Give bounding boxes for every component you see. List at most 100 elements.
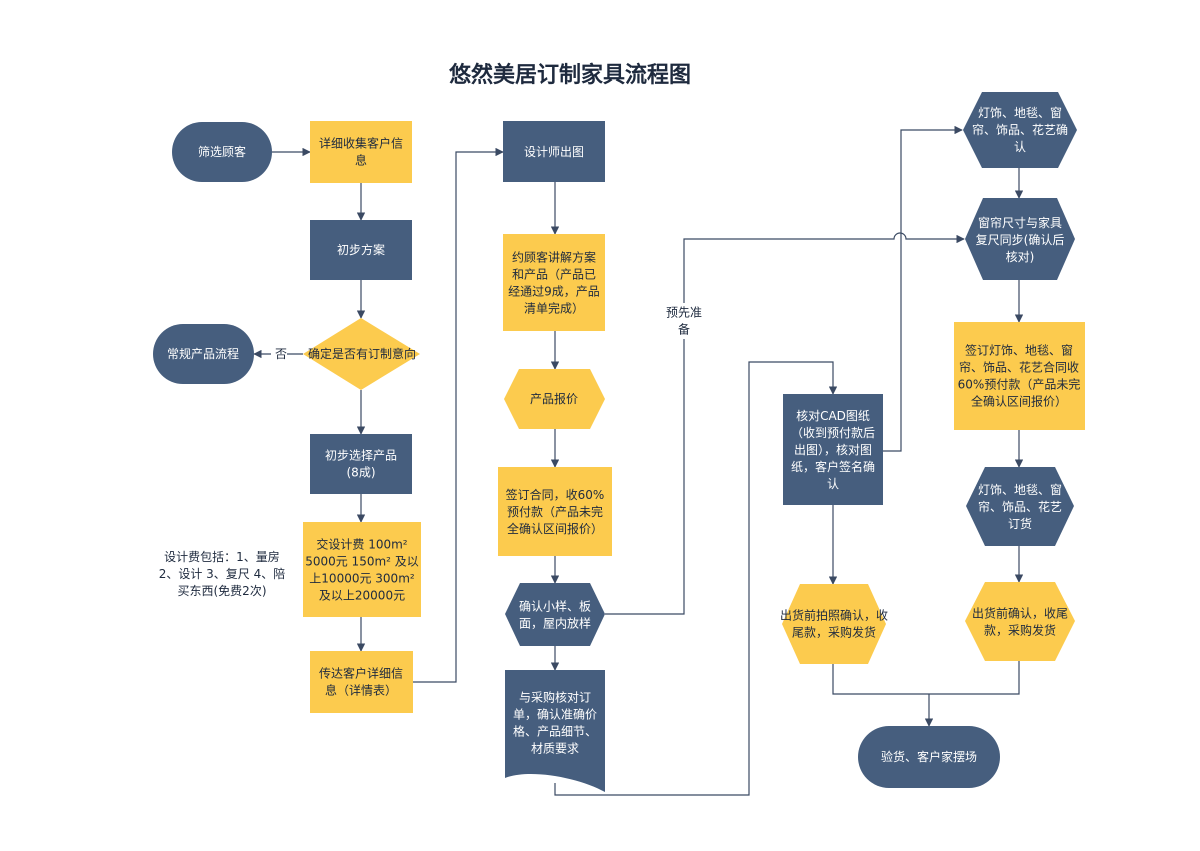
process-initial-plan <box>310 220 412 280</box>
label-regular-process-line-1: 常规产品流程 <box>167 346 239 361</box>
edge-merge-to-inspect <box>832 661 1020 726</box>
label-accessories-confirm: 灯饰、地毯、窗帘、饰品、花艺确认 <box>972 106 1068 154</box>
label-collect-info-line-2: 息 <box>355 153 367 168</box>
label-sign-accessories-line-3: 60%预付款（产品未完 <box>958 377 1081 392</box>
label-screen-customer-line-1: 筛选顾客 <box>198 144 246 159</box>
process-sign-accessories <box>954 322 1085 430</box>
label-check-cad-line-3: 出图），核对图 <box>794 443 872 457</box>
edge-pass-to-designer <box>413 147 504 683</box>
edge-verify-to-cad <box>554 361 838 796</box>
label-ship-confirm-line-1: 出货前确认，收尾 <box>972 606 1068 621</box>
edge-label-prepare: 预先准备 <box>666 306 702 337</box>
label-design-fee-line-3: 上10000元 300m² <box>309 572 415 586</box>
label-inspect-delivery-line-1: 验货、客户家摆场 <box>881 749 977 764</box>
edge-label-prepare-line-1: 预先准 <box>666 306 702 320</box>
label-ship-photo: 出货前拍照确认，收尾款，采购发货 <box>780 608 888 640</box>
label-quotation: 产品报价 <box>530 391 578 406</box>
label-sign-accessories-line-1: 签订灯饰、地毯、窗 <box>965 343 1073 358</box>
label-collect-info: 详细收集客户信息 <box>319 136 403 168</box>
label-check-cad: 核对CAD图纸（收到预付款后出图），核对图纸，客户签名确认 <box>791 409 875 491</box>
prepare-label-bg <box>662 303 708 339</box>
label-curtain-size-line-3: 核对) <box>1006 250 1035 264</box>
decision-confirm-custom <box>303 318 420 390</box>
process-pass-info <box>310 651 413 713</box>
label-select-products: 初步选择产品 (8成) <box>325 449 397 480</box>
label-confirm-samples: 确认小样、板面，屋内放样 <box>519 599 591 631</box>
label-ship-photo-line-1: 出货前拍照确认，收 <box>780 608 888 623</box>
label-regular-process: 常规产品流程 <box>167 346 239 361</box>
terminal-inspect-delivery <box>858 726 1000 788</box>
label-ship-confirm: 出货前确认，收尾款，采购发货 <box>972 606 1068 638</box>
process-explain-plan <box>503 234 605 331</box>
label-sign-contract-line-3: 全确认区间报价） <box>507 521 603 536</box>
node-labels: 筛选顾客 详细收集客户信息 初步方案 确定是否有订制意向 常规产品流程 初步选择… <box>167 106 1080 764</box>
hexagon-quotation <box>504 369 605 429</box>
hexagon-accessories-confirm <box>963 92 1077 168</box>
hexagon-accessories-order <box>966 467 1074 546</box>
label-select-products-line-2: (8成) <box>347 466 376 480</box>
label-select-products-line-1: 初步选择产品 <box>325 449 397 463</box>
design-fee-note-line-3: 买东西(免费2次) <box>178 583 267 598</box>
no-label-bg <box>271 346 287 362</box>
label-sign-contract-line-2: 预付款（产品未完 <box>507 504 603 519</box>
label-quotation-line-1: 产品报价 <box>530 391 578 406</box>
diagram-title: 悠然美居订制家具流程图 <box>448 62 691 88</box>
label-accessories-order: 灯饰、地毯、窗帘、饰品、花艺订货 <box>978 483 1062 531</box>
label-check-cad-line-1: 核对CAD图纸 <box>796 409 870 423</box>
label-verify-order-line-4: 材质要求 <box>531 742 579 756</box>
label-pass-info-line-1: 传达客户详细信 <box>319 666 403 681</box>
label-design-fee-line-2: 5000元 150m² 及以 <box>305 555 419 569</box>
label-accessories-confirm-line-3: 认 <box>1014 140 1026 154</box>
hexagon-ship-confirm <box>965 582 1075 661</box>
process-sign-contract <box>498 467 612 556</box>
label-confirm-samples-line-2: 面，屋内放样 <box>519 616 591 631</box>
process-check-cad <box>783 394 883 505</box>
label-accessories-confirm-line-1: 灯饰、地毯、窗 <box>978 106 1062 120</box>
label-design-fee-line-4: 及以上20000元 <box>319 589 405 603</box>
label-sign-contract: 签订合同，收60% 预付款（产品未完全确认区间报价） <box>506 487 605 536</box>
label-sign-accessories-line-2: 帘、饰品、花艺合同收 <box>959 360 1079 375</box>
label-confirm-custom: 确定是否有订制意向 <box>308 346 416 361</box>
label-initial-plan-line-1: 初步方案 <box>337 242 385 257</box>
label-pass-info: 传达客户详细信息（详情表） <box>319 666 403 698</box>
design-fee-note-line-1: 设计费包括：1、量房 <box>164 549 280 564</box>
label-explain-plan-line-2: 和产品（产品已 <box>512 268 596 282</box>
edge-label-prepare-line-2: 备 <box>678 323 690 337</box>
label-sign-accessories-line-4: 全确认区间报价） <box>971 394 1067 409</box>
label-initial-plan: 初步方案 <box>337 242 385 257</box>
label-ship-confirm-line-2: 款，采购发货 <box>984 623 1056 638</box>
label-accessories-order-line-1: 灯饰、地毯、窗 <box>978 483 1062 497</box>
label-inspect-delivery: 验货、客户家摆场 <box>881 749 977 764</box>
document-verify-order <box>505 670 605 792</box>
hexagon-confirm-samples <box>505 583 605 646</box>
label-designer-drawing-line-1: 设计师出图 <box>524 145 584 159</box>
label-confirm-samples-line-1: 确认小样、板 <box>519 599 591 614</box>
label-check-cad-line-4: 纸，客户签名确 <box>791 459 875 474</box>
label-sign-contract-line-1: 签订合同，收60% <box>506 487 605 502</box>
label-confirm-custom-line-1: 确定是否有订制意向 <box>308 346 416 361</box>
label-curtain-size-line-2: 复尺同步(确认后 <box>976 233 1065 247</box>
label-collect-info-line-1: 详细收集客户信 <box>319 136 403 151</box>
label-curtain-size: 窗帘尺寸与家具复尺同步(确认后核对) <box>976 215 1065 264</box>
label-check-cad-line-5: 认 <box>827 477 839 491</box>
hexagon-ship-photo <box>782 584 886 664</box>
edge-samples-to-curtain <box>605 232 965 615</box>
label-accessories-order-line-3: 订货 <box>1008 516 1032 531</box>
label-explain-plan-line-1: 约顾客讲解方案 <box>512 250 596 265</box>
label-explain-plan-line-3: 经通过9成，产品 <box>508 285 600 299</box>
label-ship-photo-line-2: 尾款，采购发货 <box>792 625 876 640</box>
process-design-fee <box>303 522 421 617</box>
process-designer-drawing <box>503 121 605 182</box>
label-verify-order-line-2: 单，确认准确价 <box>513 708 597 722</box>
connectors <box>253 125 1024 796</box>
label-explain-plan-line-4: 清单完成） <box>524 301 584 316</box>
label-sign-accessories: 签订灯饰、地毯、窗帘、饰品、花艺合同收 60%预付款（产品未完全确认区间报价） <box>958 343 1081 409</box>
edge-label-no: 否 <box>275 347 287 361</box>
label-explain-plan: 约顾客讲解方案和产品（产品已经通过9成，产品清单完成） <box>508 250 600 316</box>
label-verify-order-line-1: 与采购核对订 <box>519 690 591 705</box>
label-curtain-size-line-1: 窗帘尺寸与家具 <box>978 215 1062 230</box>
label-verify-order: 与采购核对订单，确认准确价格、产品细节、材质要求 <box>513 690 597 756</box>
